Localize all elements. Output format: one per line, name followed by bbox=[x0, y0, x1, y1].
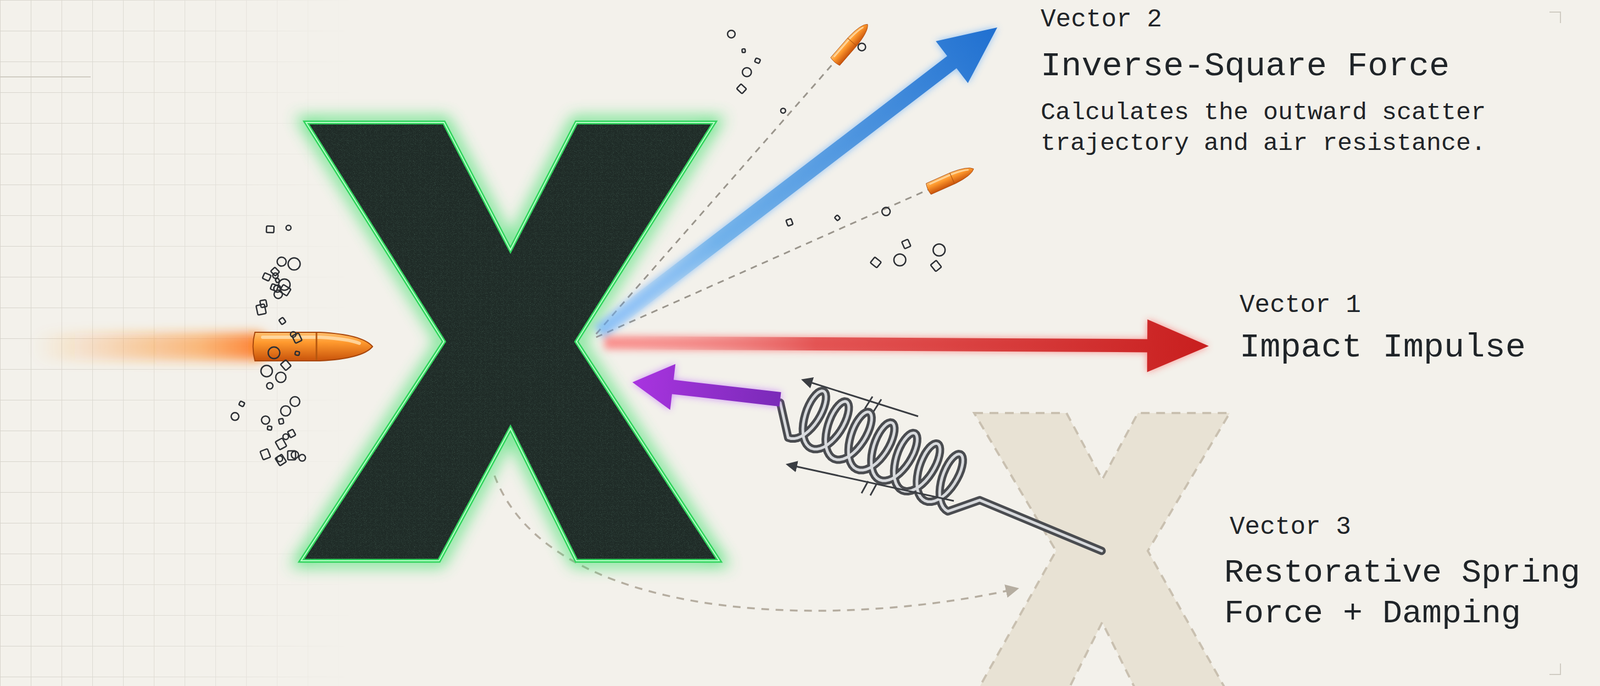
debris-particle bbox=[231, 412, 240, 421]
debris-particle bbox=[278, 418, 285, 425]
debris-particle bbox=[287, 258, 300, 271]
vector-title: Impact Impulse bbox=[1239, 327, 1526, 369]
debris-particle bbox=[279, 284, 291, 297]
debris-particle bbox=[270, 267, 280, 276]
vector-2-arrow bbox=[594, 27, 998, 339]
debris-particle bbox=[785, 218, 793, 227]
vector-label: Vector 2 bbox=[1040, 4, 1163, 36]
vector-label: Vector 1 bbox=[1239, 290, 1361, 321]
debris-particle bbox=[268, 347, 280, 359]
debris-particle bbox=[834, 214, 841, 221]
vector-description: Calculates the outward scatter trajector… bbox=[1040, 97, 1508, 160]
debris-particle bbox=[266, 225, 275, 233]
debris-particle bbox=[858, 43, 866, 52]
debris-particle bbox=[295, 351, 300, 356]
debris-particle bbox=[280, 359, 292, 371]
debris-particle bbox=[267, 426, 272, 431]
debris-particle bbox=[290, 396, 300, 407]
force-indicator bbox=[787, 464, 954, 502]
debris bbox=[231, 30, 946, 466]
vector-1-arrow bbox=[604, 319, 1209, 372]
debris-particle bbox=[932, 243, 946, 257]
debris-particle bbox=[282, 434, 289, 440]
damper-mark bbox=[864, 396, 882, 412]
vector-title: Restorative Spring Force + Damping bbox=[1224, 552, 1590, 635]
damper-mark bbox=[861, 481, 877, 496]
debris-particle bbox=[290, 331, 297, 338]
debris-particle bbox=[266, 382, 273, 390]
frame-line bbox=[0, 76, 91, 78]
debris-particle bbox=[262, 273, 271, 282]
debris-particle bbox=[736, 84, 747, 94]
debris-particle bbox=[275, 438, 287, 451]
vector-3-arrow bbox=[632, 364, 782, 411]
scatter-bullet bbox=[830, 20, 872, 66]
frame-corner bbox=[1549, 12, 1561, 24]
bullet-trail bbox=[32, 332, 270, 361]
spring bbox=[780, 391, 1102, 552]
bullet bbox=[253, 332, 374, 361]
debris-particle bbox=[278, 317, 286, 325]
debris-particle bbox=[870, 257, 882, 269]
debris-particle bbox=[754, 57, 761, 64]
debris-particle bbox=[780, 108, 786, 114]
debris-particle bbox=[280, 406, 291, 416]
vector-2-glow bbox=[594, 27, 998, 339]
debris-particle bbox=[275, 372, 287, 383]
debris-particle bbox=[270, 283, 279, 292]
debris-particle bbox=[238, 401, 245, 408]
debris-particle bbox=[286, 225, 292, 231]
debris-particle bbox=[256, 303, 267, 315]
debris-particle bbox=[261, 415, 270, 425]
debris-particle bbox=[727, 30, 736, 38]
debris-particle bbox=[276, 257, 286, 266]
debris-particle bbox=[881, 207, 891, 216]
debris-particle bbox=[287, 451, 297, 461]
debris-particle bbox=[930, 260, 942, 272]
debris-particle bbox=[275, 454, 287, 466]
spring-highlight bbox=[780, 391, 1102, 552]
debris-particle bbox=[259, 448, 271, 460]
vector-title: Inverse-Square Force bbox=[1040, 46, 1450, 87]
force-indicator bbox=[803, 380, 919, 417]
vector-1-glow bbox=[604, 319, 1209, 372]
vector-3-glow bbox=[632, 364, 782, 411]
scatter-path bbox=[596, 54, 841, 335]
vector-label: Vector 3 bbox=[1229, 512, 1352, 543]
debris-particle bbox=[742, 67, 752, 77]
debris-particle bbox=[260, 365, 273, 377]
frame-corner bbox=[1549, 663, 1561, 675]
debris-particle bbox=[893, 253, 907, 266]
debris-particle bbox=[741, 48, 746, 53]
debris-particle bbox=[298, 454, 306, 462]
debris-particle bbox=[292, 332, 303, 344]
debris-particle bbox=[901, 239, 911, 250]
scatter-bullet bbox=[925, 163, 976, 195]
